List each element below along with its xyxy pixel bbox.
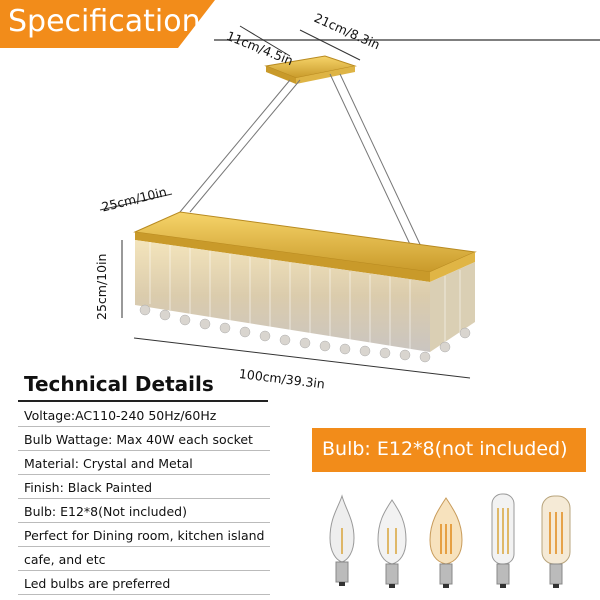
specification-title: Specification — [8, 4, 201, 39]
detail-voltage: Voltage:AC110-240 50Hz/60Hz — [24, 408, 217, 423]
detail-use-cont: cafe, and etc — [24, 552, 106, 567]
bulb-tubular-icon — [491, 493, 515, 588]
bulb-flame-tip-icon — [329, 494, 355, 586]
divider — [18, 594, 270, 595]
detail-bulb: Bulb: E12*8(Not included) — [24, 504, 187, 519]
specification-banner — [0, 0, 600, 48]
detail-led: Led bulbs are preferred — [24, 576, 171, 591]
technical-details-title: Technical Details — [24, 372, 214, 396]
detail-use: Perfect for Dining room, kitchen island — [24, 528, 265, 543]
bulb-candle-icon — [377, 499, 407, 588]
divider — [18, 474, 270, 475]
bulb-row — [329, 493, 571, 588]
detail-finish: Finish: Black Painted — [24, 480, 153, 495]
divider — [18, 450, 270, 451]
bulb-tubular-amber-icon — [541, 495, 571, 588]
title-rule — [18, 400, 268, 402]
detail-material: Material: Crystal and Metal — [24, 456, 193, 471]
chandelier-image — [99, 25, 477, 379]
divider — [18, 498, 270, 499]
divider — [18, 570, 270, 571]
bulb-banner — [312, 428, 586, 472]
detail-wattage: Bulb Wattage: Max 40W each socket — [24, 432, 253, 447]
divider — [18, 522, 270, 523]
dimension-body-height: 25cm/10in — [94, 253, 109, 320]
divider — [18, 426, 270, 427]
bulb-banner-text: Bulb: E12*8(not included) — [322, 438, 568, 460]
divider — [18, 546, 270, 547]
bulb-amber-candle-icon — [429, 497, 463, 588]
